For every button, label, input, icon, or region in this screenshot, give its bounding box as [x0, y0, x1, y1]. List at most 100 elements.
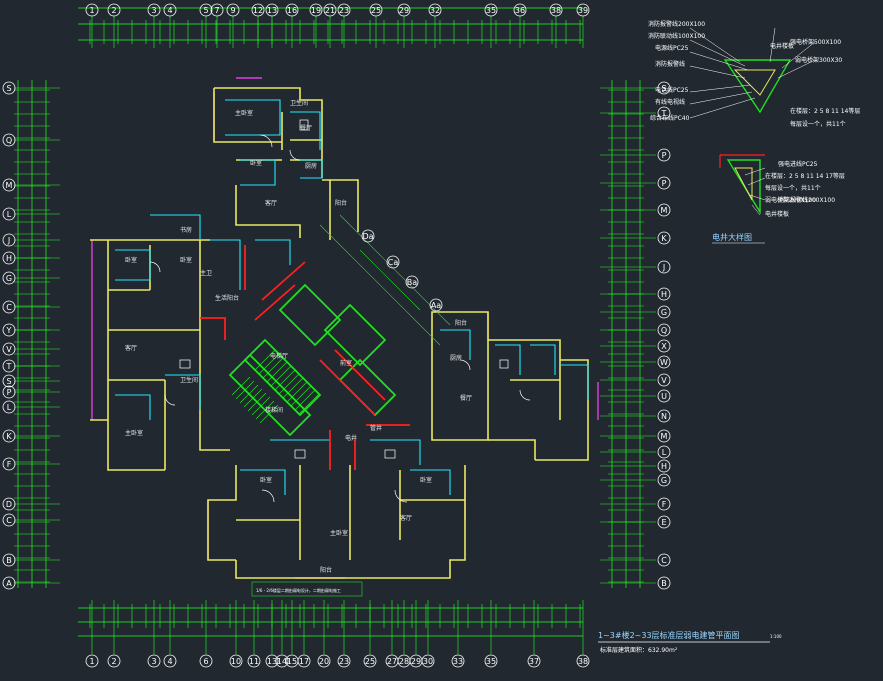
axis-bottom-bubble: 29 [409, 654, 423, 668]
axis-right-bubble: J [657, 260, 671, 274]
room-label: 客厅 [400, 514, 412, 522]
axis-bottom-label: 35 [486, 657, 496, 666]
axis-left-label: Q [6, 136, 12, 145]
axis-right-label: P [662, 179, 667, 188]
drawing-title: 1~3#楼2~33层标准层弱电建管平面图 [598, 630, 740, 640]
axis-bottom-label: 2 [111, 657, 116, 666]
axis-left-bubble: V [2, 342, 16, 356]
axis-left-label: J [7, 236, 10, 245]
axis-left-label: V [6, 345, 12, 354]
axis-right-label: U [661, 392, 667, 401]
axis-left-bubble: F [2, 457, 16, 471]
axis-bottom-bubble: 30 [421, 654, 435, 668]
room-label: 管井 [370, 424, 382, 432]
axis-top-bubble: 9 [226, 3, 240, 17]
axis-bottom-label: 6 [203, 657, 208, 666]
axis-left-label: D [6, 500, 12, 509]
axis-right-bubble: C [657, 553, 671, 567]
axis-left-bubble: H [2, 251, 16, 265]
detail-label: 电源线PC25 [655, 44, 689, 52]
detail-note: 在楼层：2 5 8 11 14等层 [790, 107, 860, 115]
axis-bottom-label: 20 [319, 657, 329, 666]
axis-right-bubble: W [657, 355, 671, 369]
detail-label: 消防报警线200X100 [648, 20, 705, 28]
room-label: 卫生间 [180, 376, 198, 384]
axis-right-bubble: G [657, 305, 671, 319]
axis-left-label: C [6, 516, 12, 525]
room-label: 主卧室 [330, 529, 348, 537]
room-label: 书房 [180, 226, 192, 234]
axis-left-bubble: L [2, 400, 16, 414]
axis-right-label: E [661, 518, 666, 527]
axis-bottom-label: 28 [399, 657, 409, 666]
axis-diagonal-label: Ba [407, 278, 417, 287]
axis-left-label: C [6, 303, 12, 312]
axis-top-bubble: 1 [85, 3, 99, 17]
room-label: 楼梯间 [265, 406, 283, 414]
axis-right-label: T [661, 109, 667, 118]
axis-right-label: F [662, 500, 667, 509]
axis-right-bubble: S [657, 81, 671, 95]
axis-top-bubble: 32 [428, 3, 442, 17]
axis-left-label: A [6, 579, 12, 588]
bottom-note-text: 1/6 - 2/6楼层二期由弱电设计，二期由弱电施工 [256, 587, 341, 593]
room-label: 主卧室 [235, 109, 253, 117]
detail-note: 每层设一个，共11个 [790, 120, 846, 128]
axis-top-label: 5 [203, 6, 208, 15]
axis-left-bubble: K [2, 429, 16, 443]
room-label: 卧室 [125, 256, 137, 264]
axis-top-label: 12 [253, 6, 263, 15]
axis-top-label: 29 [399, 6, 409, 15]
room-label: 卧室 [250, 159, 262, 167]
room-label: 餐厅 [460, 394, 472, 402]
detail-label: 弱电桥架200X100 [765, 196, 816, 204]
axis-bottom-label: 3 [151, 657, 156, 666]
detail-label: 强电桥架500X100 [790, 38, 841, 46]
room-label: 厨房 [305, 162, 317, 170]
axis-top-bubble: 12 [251, 3, 265, 17]
axis-left-label: Y [6, 326, 12, 335]
detail-label: 消防报警线200X100 [778, 196, 835, 204]
detail-label: 电井楼板 [770, 42, 794, 50]
axis-bottom-label: 14 [277, 657, 287, 666]
axis-left-bubble: Y [2, 323, 16, 337]
axis-right-bubble: F [657, 497, 671, 511]
axis-right-label: B [661, 579, 667, 588]
axis-top-bubble: 2 [107, 3, 121, 17]
axis-right-label: X [661, 342, 667, 351]
room-label: 电梯厅 [270, 352, 288, 360]
room-label: 主卧室 [125, 429, 143, 437]
axis-left-bubble: Q [2, 133, 16, 147]
axis-right-label: G [661, 308, 667, 317]
axis-right-label: S [661, 84, 666, 93]
axis-bottom-label: 37 [529, 657, 539, 666]
axis-bottom-bubble: 11 [247, 654, 261, 668]
axis-top-label: 25 [371, 6, 381, 15]
axis-bottom-bubble: 20 [317, 654, 331, 668]
axis-left-label: L [7, 210, 12, 219]
axis-left-bubble: A [2, 576, 16, 590]
axis-left-bubble: S [2, 81, 16, 95]
axis-right-bubble: P [657, 148, 671, 162]
axis-left-bubble: C [2, 300, 16, 314]
axis-right-label: K [661, 234, 667, 243]
axis-bottom-label: 25 [365, 657, 375, 666]
axis-right-bubble: M [657, 429, 671, 443]
axis-right-label: G [661, 476, 667, 485]
axis-left-label: L [7, 403, 12, 412]
axis-left-label: S [6, 377, 11, 386]
axis-diagonal-bubble: Ba [405, 275, 419, 289]
room-label: 前室 [340, 359, 352, 367]
axis-right-bubble: E [657, 515, 671, 529]
axis-right-label: M [661, 206, 668, 215]
axis-diagonal-label: Aa [431, 301, 441, 310]
axis-top-label: 7 [214, 6, 219, 15]
axis-top-bubble: 7 [210, 3, 224, 17]
detail-labels: 消防报警线200X100消防联动线100X100电源线PC25消防报警线电话线P… [648, 20, 860, 218]
axis-right-bubble: T [657, 106, 671, 120]
room-label: 客厅 [265, 199, 277, 207]
axis-top-label: 39 [578, 6, 588, 15]
